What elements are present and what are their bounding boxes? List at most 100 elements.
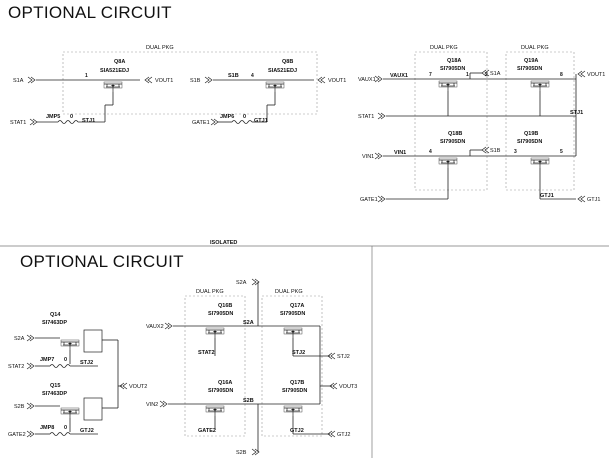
vout1-label-b: VOUT1 [328, 78, 346, 84]
q18b-part: SI7905DN [440, 139, 465, 145]
q19b-part: SI7905DN [517, 139, 542, 145]
q19a-part: SI7905DN [517, 66, 542, 72]
jmp6-resistor-icon [231, 120, 253, 124]
q17a-part: SI7905DN [280, 311, 305, 317]
s1b-ref-label: S1B [490, 148, 501, 154]
vaux2-label: VAUX2 [146, 324, 164, 330]
q16b-ref: Q16B [218, 303, 232, 309]
s1b-connector-icon [204, 76, 213, 84]
vin2-connector-icon [159, 400, 168, 408]
jmp8-resistor-icon [49, 432, 71, 436]
q19a-mosfet-icon [530, 80, 550, 92]
s2a-label: S2A [14, 336, 25, 342]
pin-4: 4 [251, 73, 254, 79]
bottom-center-block: DUAL PKG DUAL PKG S2A Q16B SI7905DN Q17A… [146, 278, 357, 456]
jmp7-value: 0 [64, 357, 67, 363]
stat1-connector-icon [29, 118, 38, 126]
pkg-q17-label: DUAL PKG [275, 289, 303, 295]
dual-pkg-box-q17 [261, 295, 323, 437]
stat1-right-label: STAT1 [358, 114, 374, 120]
q15-pad-icon [83, 397, 103, 421]
title-top: OPTIONAL CIRCUIT [8, 3, 172, 22]
pkg2-label: DUAL PKG [521, 45, 549, 51]
jmp5-value: 0 [70, 114, 73, 120]
q16a-part: SI7905DN [208, 388, 233, 394]
stat2-connector-icon [26, 362, 35, 370]
s1a-ref-label: S1A [490, 71, 501, 77]
vaux1-label: VAUX1 [358, 77, 376, 83]
q18a-ref: Q18A [447, 58, 461, 64]
q14-ref: Q14 [50, 312, 61, 318]
jmp6-label: JMP6 [220, 114, 234, 120]
gtj2-out-label: GTJ2 [337, 432, 350, 438]
dual-pkg-box-q8 [62, 51, 318, 115]
s2a-connector-icon [26, 334, 35, 342]
gate2-connector-icon [26, 430, 35, 438]
s1b-input-label: S1B [190, 78, 201, 84]
q17a-mosfet-icon [283, 327, 303, 339]
stj2-center-net: STJ2 [292, 350, 305, 356]
pkg-label: DUAL PKG [146, 45, 174, 51]
q19b-mosfet-icon [530, 157, 550, 169]
gtj1-right-net: GTJ1 [540, 193, 554, 199]
q16b-mosfet-icon [205, 327, 225, 339]
stj1-right-net: STJ1 [570, 110, 583, 116]
s2b-bottom-label: S2B [236, 450, 247, 456]
pin-1: 1 [85, 73, 88, 79]
gate1-right-label: GATE1 [360, 197, 378, 203]
q14-mosfet-icon [60, 339, 80, 351]
jmp5-resistor-icon [57, 120, 79, 124]
gate1-right-connector-icon [377, 195, 386, 203]
q8b-mosfet-icon [265, 81, 285, 93]
top-right-block: DUAL PKG DUAL PKG Q18A SI7905DN Q19A SI7… [358, 45, 605, 203]
vaux1-connector-icon [374, 75, 383, 83]
stj2-out-label: STJ2 [337, 354, 350, 360]
q16a-mosfet-icon [205, 405, 225, 417]
q19b-ref: Q19B [524, 131, 538, 137]
q8a-ref: Q8A [114, 59, 125, 65]
stat1-right-connector-icon [377, 112, 386, 120]
svg-text:4: 4 [429, 149, 432, 155]
gate1-connector-icon [210, 118, 219, 126]
top-left-block: DUAL PKG Q8A SIA521EDJ Q8B SIA521EDJ S1A… [10, 45, 346, 126]
s1a-input-label: S1A [13, 78, 24, 84]
s1a-connector-icon [27, 76, 36, 84]
q15-mosfet-icon [60, 407, 80, 419]
svg-text:8: 8 [560, 72, 563, 78]
q18a-mosfet-icon [438, 80, 458, 92]
q14-pad-icon [83, 329, 103, 353]
pkg-q16-label: DUAL PKG [196, 289, 224, 295]
vaux1-net: VAUX1 [390, 73, 408, 79]
isolated-label: ISOLATED [210, 240, 237, 246]
s1b-net: S1B [228, 73, 239, 79]
gtj1-right-connector-icon [577, 195, 586, 203]
svg-text:2: 2 [485, 72, 488, 78]
jmp8-value: 0 [64, 425, 67, 431]
q18b-ref: Q18B [448, 131, 462, 137]
q16b-part: SI7905DN [208, 311, 233, 317]
title-bottom: OPTIONAL CIRCUIT [20, 252, 184, 271]
q8b-ref: Q8B [282, 59, 293, 65]
q18b-mosfet-icon [438, 157, 458, 169]
vin2-label: VIN2 [146, 402, 158, 408]
vin1-net: VIN1 [394, 150, 406, 156]
vout1-b-connector-icon [317, 76, 326, 84]
q16a-ref: Q16A [218, 380, 232, 386]
svg-text:3: 3 [514, 149, 517, 155]
q15-ref: Q15 [50, 383, 60, 389]
dual-pkg-box-q16 [184, 295, 246, 437]
gate1-label: GATE1 [192, 120, 210, 126]
jmp6-value: 0 [243, 114, 246, 120]
vout1-right-label: VOUT1 [587, 72, 605, 78]
vout1-connector-icon [144, 76, 153, 84]
q14-part: SI7463DP [42, 320, 67, 326]
q8a-part: SIA521EDJ [100, 68, 129, 74]
vaux2-connector-icon [164, 322, 173, 330]
q17b-part: SI7905DN [282, 388, 307, 394]
q17a-ref: Q17A [290, 303, 304, 309]
svg-text:1: 1 [466, 72, 469, 78]
s2b-net: S2B [243, 398, 254, 404]
vout3-label: VOUT3 [339, 384, 357, 390]
q17b-mosfet-icon [283, 405, 303, 417]
